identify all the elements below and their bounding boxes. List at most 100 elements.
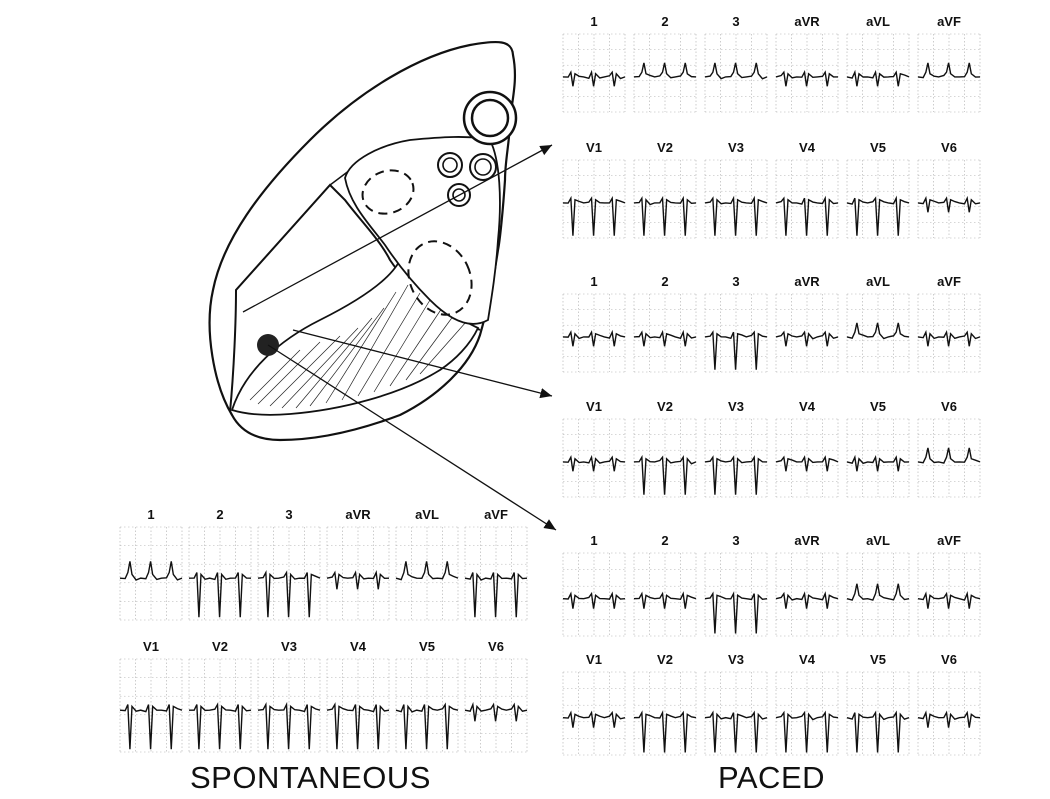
ecg-panel-paced-3-v3	[704, 671, 768, 756]
lead-label-v2: V2	[657, 140, 673, 155]
ecg-trace	[917, 62, 981, 79]
arrow-to-paced-1	[242, 144, 553, 313]
lead-label-v2: V2	[657, 399, 673, 414]
ecg-panel-paced-2-avl	[846, 293, 910, 373]
ecg-panel-paced-2-v4	[775, 418, 839, 498]
lead-label-avf: aVF	[937, 14, 961, 29]
ecg-trace	[395, 561, 459, 581]
ecg-panel-paced-1-v5	[846, 159, 910, 239]
ecg-panel-spontaneous-3	[257, 526, 321, 621]
ecg-trace	[846, 322, 910, 340]
ecg-panel-paced-3-avr	[775, 552, 839, 637]
ecg-trace	[119, 704, 183, 750]
vessel-ring-3-inner	[452, 188, 466, 202]
ecg-panel-paced-1-v4	[775, 159, 839, 239]
ecg-panel-spontaneous-avr	[326, 526, 390, 621]
caption-paced: PACED	[718, 760, 826, 795]
ecg-trace	[775, 70, 839, 87]
lead-label-2: 2	[216, 507, 224, 522]
lead-label-v3: V3	[728, 140, 744, 155]
lead-label-v4: V4	[350, 639, 366, 654]
lead-label-v4: V4	[799, 652, 815, 667]
ecg-trace	[562, 591, 626, 609]
ecg-panel-paced-2-avf	[917, 293, 981, 373]
lead-label-1: 1	[590, 14, 598, 29]
lead-label-v6: V6	[941, 140, 957, 155]
lead-label-v6: V6	[488, 639, 504, 654]
lead-label-avr: aVR	[794, 533, 820, 548]
caption-spontaneous: SPONTANEOUS	[190, 760, 431, 795]
ecg-trace	[704, 710, 768, 753]
ecg-panel-spontaneous-2	[188, 526, 252, 621]
lead-label-3: 3	[732, 533, 740, 548]
lead-label-1: 1	[147, 507, 155, 522]
lead-label-v1: V1	[586, 652, 602, 667]
ecg-panel-spontaneous-avl	[395, 526, 459, 621]
lead-label-v5: V5	[419, 639, 435, 654]
arrow-to-paced-3	[267, 344, 557, 531]
lead-label-3: 3	[285, 507, 293, 522]
ecg-trace	[633, 591, 697, 609]
vessel-ring-2-inner	[474, 158, 492, 176]
ecg-trace	[188, 572, 252, 618]
ecg-trace	[846, 583, 910, 601]
lead-label-3: 3	[732, 274, 740, 289]
lead-label-v1: V1	[586, 399, 602, 414]
ecg-panel-spontaneous-v4	[326, 658, 390, 753]
ecg-panel-spontaneous-v5	[395, 658, 459, 753]
ecg-trace	[562, 69, 626, 87]
lead-label-v1: V1	[586, 140, 602, 155]
lead-label-avl: aVL	[866, 533, 890, 548]
ecg-panel-paced-1-v6	[917, 159, 981, 239]
lead-label-2: 2	[661, 533, 669, 548]
ecg-trace	[464, 572, 528, 618]
lead-label-avf: aVF	[484, 507, 508, 522]
lead-label-v2: V2	[212, 639, 228, 654]
ecg-trace	[775, 591, 839, 609]
dashed-valve-upper	[361, 169, 415, 215]
ecg-panel-paced-2-v2	[633, 418, 697, 498]
lead-label-v4: V4	[799, 140, 815, 155]
lead-label-v5: V5	[870, 652, 886, 667]
vessel-ring-1	[437, 152, 463, 178]
ecg-trace	[188, 702, 252, 750]
ecg-panel-spontaneous-v2	[188, 658, 252, 753]
lead-label-v3: V3	[728, 652, 744, 667]
ecg-panel-paced-1-avr	[775, 33, 839, 113]
ecg-panel-paced-3-v5	[846, 671, 910, 756]
ecg-panel-paced-1-v1	[562, 159, 626, 239]
ecg-panel-paced-2-3	[704, 293, 768, 373]
lead-label-3: 3	[732, 14, 740, 29]
ecg-panel-paced-3-avf	[917, 552, 981, 637]
ecg-panel-paced-2-v3	[704, 418, 768, 498]
aorta-ring-inner	[470, 98, 510, 138]
ecg-trace	[775, 330, 839, 347]
ecg-panel-paced-1-3	[704, 33, 768, 113]
lead-label-v3: V3	[728, 399, 744, 414]
ecg-trace	[917, 710, 981, 728]
arrow-to-paced-2	[292, 329, 553, 399]
ecg-panel-paced-1-avl	[846, 33, 910, 113]
ecg-trace	[704, 591, 768, 634]
ecg-trace	[775, 710, 839, 753]
lead-label-avr: aVR	[794, 274, 820, 289]
lead-label-v1: V1	[143, 639, 159, 654]
lead-label-v5: V5	[870, 399, 886, 414]
ecg-trace	[562, 195, 626, 236]
ecg-panel-paced-3-avl	[846, 552, 910, 637]
ecg-trace	[633, 195, 697, 236]
ecg-trace	[846, 69, 910, 87]
ecg-trace	[395, 702, 459, 750]
ecg-panel-paced-3-v1	[562, 671, 626, 756]
ecg-trace	[917, 329, 981, 347]
ecg-trace	[704, 330, 768, 370]
dashed-valve-lower	[407, 240, 473, 316]
ecg-trace	[326, 570, 390, 590]
ecg-panel-paced-1-v2	[633, 159, 697, 239]
ecg-panel-paced-2-v5	[846, 418, 910, 498]
ecg-trace	[326, 702, 390, 750]
vessel-ring-1-inner	[442, 157, 458, 173]
